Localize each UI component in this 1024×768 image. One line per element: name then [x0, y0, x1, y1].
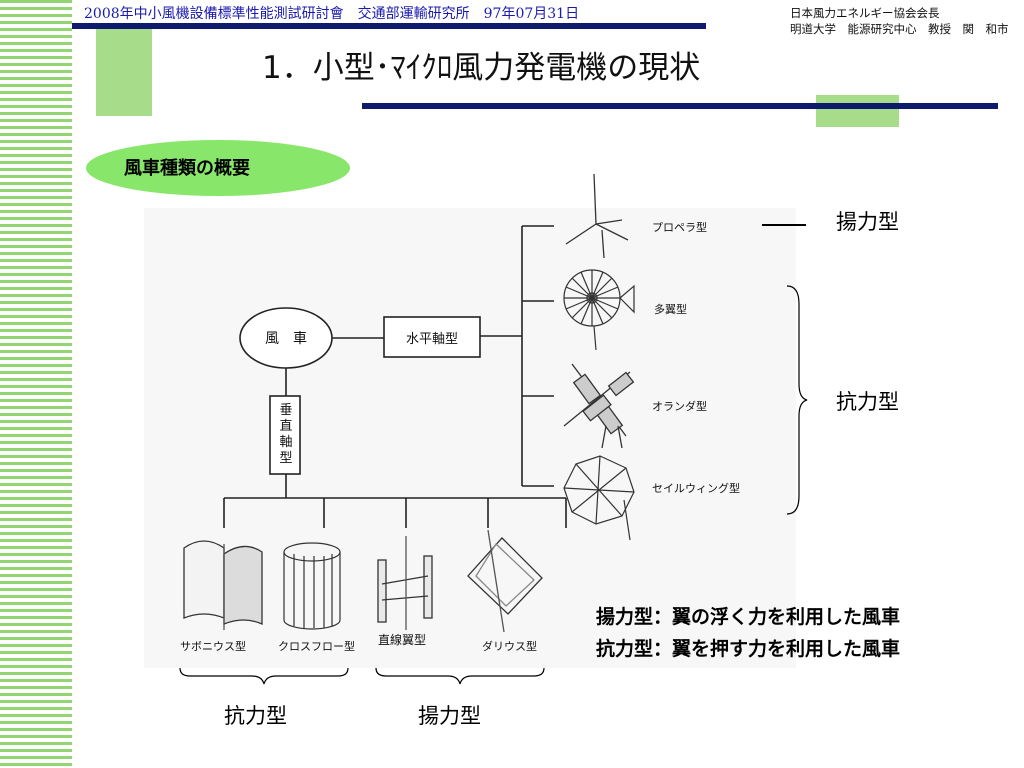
lift-dash: [762, 224, 806, 226]
green-block-right: [816, 95, 899, 127]
horizontal-axis-node: [383, 316, 481, 358]
drag-brace: [786, 285, 808, 515]
section-pill-label: 風車種類の概要: [124, 158, 250, 179]
propeller-label: プロペラ型: [652, 220, 707, 234]
straight-wing-icon: [377, 536, 433, 630]
header-right-line2: 明道大学 能源研究中心 教授 関 和市: [790, 22, 1009, 36]
sail-wing-label: セイルウィング型: [652, 481, 740, 495]
bottom-lift-label: 揚力型: [418, 704, 481, 728]
note-drag: 抗力型：翼を押す力を利用した風車: [596, 638, 901, 660]
bottom-drag-label: 抗力型: [224, 704, 287, 728]
section-pill: [86, 140, 350, 196]
bottom-braces: [179, 667, 545, 685]
dutch-icon: [563, 363, 635, 449]
sail-wing-icon: [563, 455, 635, 541]
savonius-icon: [183, 540, 263, 630]
windmill-classification-diagram: 風 車 水平軸型 プロペラ型 多翼型 オランダ型 セイルウィング型 サボニウス型…: [144, 173, 796, 668]
slide-title: 1．小型･ﾏｲｸﾛ風力発電機の現状: [262, 50, 701, 86]
cross-flow-icon: [283, 542, 341, 630]
savonius-label: サボニウス型: [180, 639, 246, 653]
vertical-label: 垂直軸型: [279, 403, 292, 466]
green-block-top: [96, 29, 152, 116]
darrieus-icon: [467, 529, 543, 633]
multi-blade-label: 多翼型: [654, 302, 687, 316]
propeller-icon: [565, 173, 629, 259]
header-left: 2008年中小風機設備標準性能測試研討會 交通部運輸研究所 97年07月31日: [84, 6, 580, 22]
note-lift: 揚力型：翼の浮く力を利用した風車: [596, 606, 901, 628]
drag-type-label: 抗力型: [836, 390, 899, 414]
header-right: 日本風力エネルギー協会会長 明道大学 能源研究中心 教授 関 和市: [790, 5, 1009, 37]
top-rule: [72, 23, 706, 29]
vertical-axis-node: [269, 395, 301, 475]
title-rule: [362, 103, 998, 109]
straight-wing-label: 直線翼型: [378, 632, 426, 647]
darrieus-label: ダリウス型: [482, 639, 537, 653]
lift-type-label: 揚力型: [836, 210, 899, 234]
decorative-stripes: [0, 0, 72, 768]
horizontal-label: 水平軸型: [406, 332, 458, 347]
dutch-label: オランダ型: [652, 399, 707, 413]
multi-blade-icon: [563, 269, 635, 351]
cross-flow-label: クロスフロー型: [278, 639, 355, 653]
header-right-line1: 日本風力エネルギー協会会長: [790, 6, 940, 20]
root-label: 風 車: [265, 330, 307, 347]
